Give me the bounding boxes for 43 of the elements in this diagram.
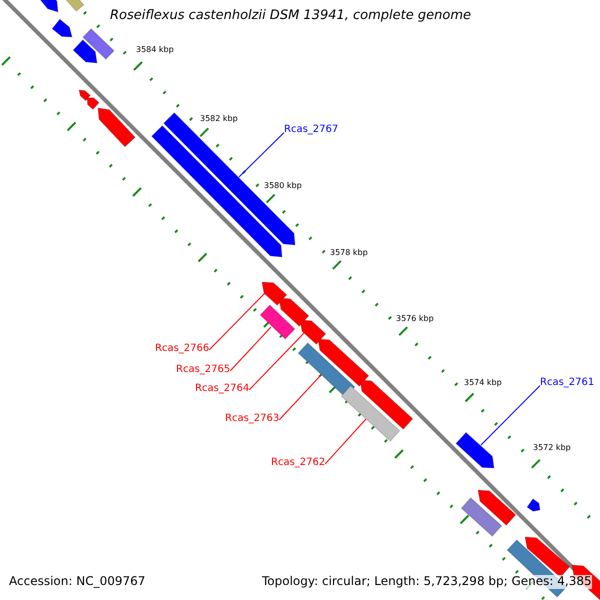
gene-label: Rcas_2763 bbox=[225, 413, 280, 424]
gene-feature bbox=[261, 281, 288, 306]
gene-feature bbox=[359, 379, 414, 430]
scale-label: 3574 kbp bbox=[464, 378, 502, 388]
scale-label: 3578 kbp bbox=[330, 248, 368, 258]
leader-line bbox=[278, 374, 322, 420]
gene-feature bbox=[278, 297, 310, 327]
gene-feature bbox=[526, 498, 541, 512]
scale-label: 3572 kbp bbox=[533, 443, 571, 452]
gene-label: Rcas_2765 bbox=[176, 364, 230, 376]
genome-info-text: Topology: circular; Length: 5,723,298 bp; Genes: 4,385 bbox=[262, 575, 592, 589]
scale-label: 3582 kbp bbox=[200, 114, 238, 124]
gene-feature bbox=[317, 338, 370, 387]
leader-line bbox=[480, 385, 540, 446]
gene-feature bbox=[72, 39, 98, 64]
gene-label: Rcas_2762 bbox=[271, 457, 326, 468]
title: Roseiflexus castenholzii DSM 13941, complete genome bbox=[110, 9, 471, 24]
accession-text: Accession: NC_009767 bbox=[9, 575, 146, 589]
leader-line bbox=[324, 418, 366, 464]
gene-block bbox=[460, 497, 502, 537]
gene-feature bbox=[455, 432, 495, 469]
gene-feature bbox=[97, 107, 136, 148]
gene-label: Rcas_2767 bbox=[284, 124, 338, 136]
scale-label: 3576 kbp bbox=[396, 314, 434, 324]
gene-label: Rcas_2766 bbox=[155, 343, 210, 354]
gene-block bbox=[82, 28, 115, 60]
gene-label: Rcas_2764 bbox=[195, 383, 250, 394]
gene-feature bbox=[151, 125, 283, 258]
gene-feature bbox=[86, 97, 100, 110]
gene-feature bbox=[52, 18, 73, 38]
leader-line bbox=[238, 132, 284, 178]
gene-block bbox=[340, 385, 400, 442]
leader-line bbox=[230, 326, 272, 372]
gene-feature bbox=[524, 536, 570, 578]
leader-line bbox=[248, 332, 304, 390]
gene-feature bbox=[299, 319, 326, 345]
gene-feature bbox=[477, 489, 516, 526]
scale-label: 3584 kbp bbox=[136, 45, 174, 54]
leader-line bbox=[208, 292, 266, 350]
gene-label: Rcas_2761 bbox=[540, 377, 594, 388]
gene-block bbox=[260, 304, 296, 340]
gene-feature bbox=[78, 89, 91, 102]
scale-label: 3580 kbp bbox=[264, 181, 302, 190]
